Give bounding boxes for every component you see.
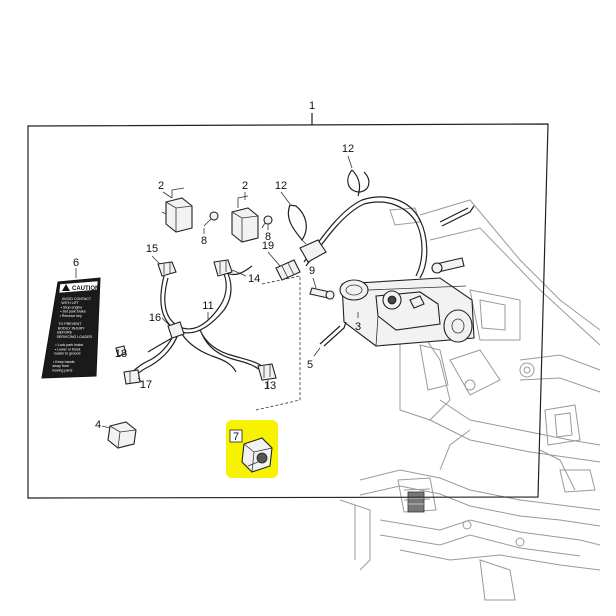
leader-4 xyxy=(101,425,111,429)
relay-loose xyxy=(107,421,137,449)
decal-line: WITH LIFT xyxy=(61,301,79,305)
leader-16 xyxy=(161,317,171,327)
cotter-pin xyxy=(319,321,347,347)
screw-a xyxy=(203,211,219,227)
callout-12a: 12 xyxy=(275,180,287,192)
decal-line: • Lower or block xyxy=(55,347,81,351)
callout-1: 1 xyxy=(309,100,315,112)
leader-2a xyxy=(162,191,173,199)
decal-line: TO PREVENT xyxy=(58,322,82,326)
cotter-pin-upper xyxy=(439,205,475,227)
clevis-pin xyxy=(309,287,335,300)
actuator-cable xyxy=(299,196,428,279)
callout-6: 6 xyxy=(73,257,79,269)
callout-14: 14 xyxy=(248,273,260,285)
leader-15 xyxy=(151,255,161,265)
screw-b xyxy=(261,215,273,229)
clevis-pin-upper xyxy=(431,257,465,274)
callout-4: 4 xyxy=(95,419,101,431)
callout-15: 15 xyxy=(146,243,158,255)
decal-line: SERVICING LOADER xyxy=(57,335,93,339)
decal-line: loader to ground xyxy=(54,352,80,356)
leader-14 xyxy=(231,269,247,277)
leader-9 xyxy=(312,277,317,289)
connector-16 xyxy=(167,321,185,339)
leader-5 xyxy=(313,347,321,357)
callout-2b: 2 xyxy=(242,180,248,192)
connector-14 xyxy=(213,259,233,277)
machine-frame-outline xyxy=(339,199,601,601)
callout-8a: 8 xyxy=(201,235,207,247)
kit-boundary xyxy=(27,123,549,499)
cable-tie-a xyxy=(287,204,307,245)
decal-line: BODILY INJURY xyxy=(58,326,85,330)
leader-12b xyxy=(347,155,353,169)
leader-19 xyxy=(267,251,281,267)
callout-17: 17 xyxy=(140,379,152,391)
connector-18 xyxy=(115,345,127,357)
callout-7: 7 xyxy=(233,431,239,443)
callout-16: 16 xyxy=(149,312,161,324)
actuator xyxy=(339,277,475,347)
callout-11: 11 xyxy=(202,300,213,312)
decal-line: AVOID CONTACT xyxy=(62,297,92,301)
connector-15 xyxy=(157,261,177,277)
connector-19 xyxy=(275,259,301,281)
decal-line: • Lock park brake xyxy=(55,343,83,347)
connector-17 xyxy=(123,369,141,385)
connector-13 xyxy=(257,363,277,381)
decal-line: moving parts xyxy=(52,368,73,372)
callout-5: 5 xyxy=(307,359,313,371)
callout-12b: 12 xyxy=(342,143,354,155)
decal-line: away from xyxy=(52,364,69,368)
highlighted-part xyxy=(241,437,273,473)
relay-a xyxy=(161,187,193,233)
frame-detail-block xyxy=(407,491,425,513)
group-bracket xyxy=(255,275,301,411)
callout-18: 18 xyxy=(115,348,127,360)
callout-19: 19 xyxy=(262,240,274,252)
leader-12a xyxy=(280,191,291,205)
decal-line: • Remove key xyxy=(60,314,82,318)
decal-line: • Keep hands xyxy=(53,360,75,364)
callout-3: 3 xyxy=(355,321,361,333)
callout-7-box xyxy=(229,429,243,443)
leader-17 xyxy=(137,377,143,383)
decal-line: BEFORE xyxy=(57,331,72,335)
relay-b xyxy=(231,195,259,243)
callout-9: 9 xyxy=(309,265,315,277)
decal-heading: CAUTION xyxy=(72,286,99,292)
decal-line: • Set park brake xyxy=(60,310,86,314)
callout-13: 13 xyxy=(264,380,276,392)
callout-8b: 8 xyxy=(265,231,271,243)
decal-line: • Stop engine xyxy=(61,305,82,309)
cable-tie-b xyxy=(347,169,370,197)
callout-2a: 2 xyxy=(158,180,164,192)
